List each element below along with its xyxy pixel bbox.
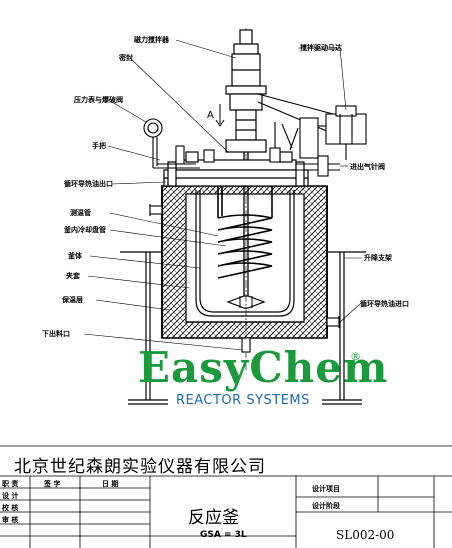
label-cooling-outlet: 循环导热油出口	[64, 180, 113, 188]
label-inner-coil: 釜内冷却盘管	[64, 226, 106, 234]
head-flange	[163, 151, 309, 187]
title-block-grid	[0, 445, 452, 548]
label-gas-inlet: 进出气针阀	[350, 163, 385, 171]
belt-drive	[257, 93, 367, 160]
pressure-gauge	[143, 118, 215, 169]
label-thermowell: 测温管	[70, 209, 91, 217]
leader-lines	[83, 39, 362, 351]
project-label: 设计项目	[312, 485, 340, 493]
view-marker-arrow	[215, 104, 225, 127]
label-support: 升降支架	[364, 254, 392, 262]
label-handle: 手把	[92, 142, 106, 150]
row-proofread: 校 核	[2, 504, 19, 512]
jacket-nozzles	[149, 204, 340, 353]
row-review: 审 核	[2, 516, 19, 524]
magnetic-drive	[225, 29, 267, 153]
label-bottom-outlet: 下出料口	[42, 330, 70, 338]
gas-valve	[269, 122, 340, 177]
label-jacket: 夹套	[66, 272, 80, 280]
registered-mark: ®	[350, 350, 361, 363]
row-design: 设 计	[2, 492, 19, 500]
label-insulation: 保温层	[62, 296, 83, 304]
drawing-number: SL002-00	[336, 528, 395, 542]
label-pressure-gauge: 压力表与爆破阀	[74, 96, 123, 104]
stage-label: 设计阶段	[312, 502, 340, 510]
col-date: 日 期	[102, 480, 119, 488]
label-vessel: 釜体	[68, 252, 82, 260]
drawing-capacity: GSA = 3L	[200, 530, 247, 540]
brand-tagline: REACTOR SYSTEMS	[176, 393, 310, 408]
label-view-marker: A	[207, 110, 214, 121]
brand-logo: EasyChem	[138, 343, 389, 392]
drawing-title: 反应釜	[188, 508, 239, 528]
label-cooling-inlet: 循环导热油进口	[360, 300, 409, 308]
company-name: 北京世纪森朗实验仪器有限公司	[14, 457, 266, 477]
label-motor-drive: 搅拌驱动马达	[300, 44, 342, 52]
label-motor-stirrer: 磁力搅拌器	[134, 36, 169, 44]
label-shaft-seal: 密封	[119, 54, 133, 62]
col-sign: 签 字	[44, 480, 61, 488]
col-role: 职 责	[2, 480, 19, 488]
